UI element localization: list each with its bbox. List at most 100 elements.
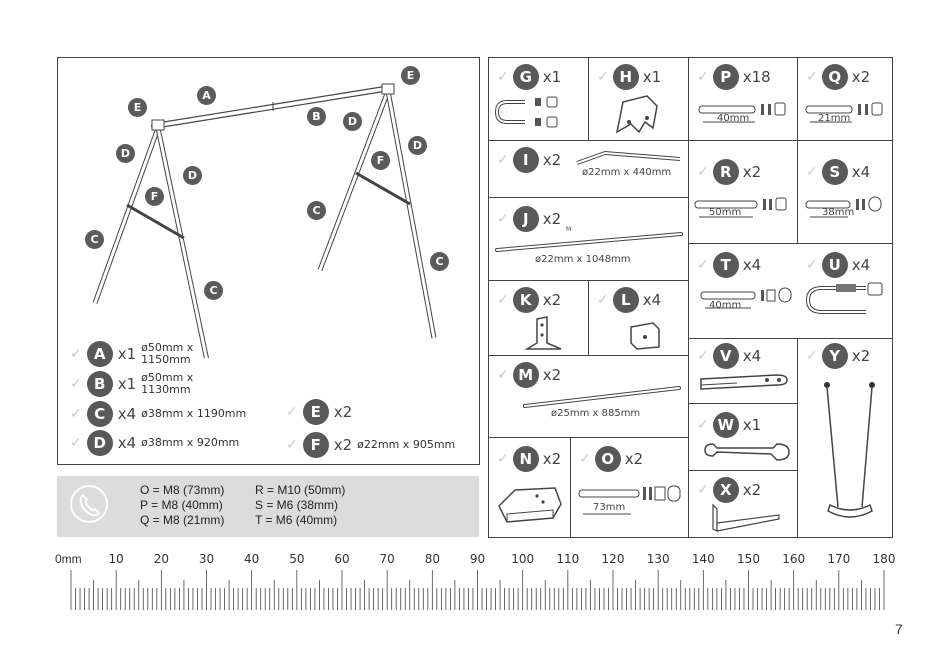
callout-e: E [401,66,420,85]
check-icon: ✓ [497,69,509,85]
check-icon: ✓ [597,292,609,308]
check-icon: ✓ [70,346,82,362]
ruler-label: 60 [334,552,350,566]
hardware-key-col1: O = M8 (73mm) P = M8 (40mm) Q = M8 (21mm… [140,483,224,528]
u-bolt-icon [805,282,883,314]
check-icon: ✓ [806,257,818,273]
ruler-label: 90 [469,552,486,566]
ruler-label: 70 [379,552,395,566]
check-icon: ✓ [697,482,709,498]
check-icon: ✓ [497,451,509,467]
brace-bar-icon [576,150,681,165]
legend-row-c: ✓ C x4 ø38mm x 1190mm [70,401,246,427]
part-qty: x1 [117,375,137,393]
phone-icon [70,485,108,523]
part-qty: x2 [851,347,871,365]
callout-f: F [145,187,164,206]
check-icon: ✓ [597,69,609,85]
part-dim: ø22mm x 440mm [582,167,672,178]
part-dim: ø38mm x 1190mm [141,407,247,420]
callout-d: D [408,136,427,155]
part-letter: K [512,287,539,313]
part-qty: x4 [117,434,137,452]
callout-d: D [343,112,362,131]
legend-row-f: ✓ F x2 ø22mm x 905mm [286,432,455,458]
assembly-panel: A B C C C C D D D D E E F F ✓ A x1 ø50mm… [57,57,480,465]
ruler [70,570,885,610]
end-cap-icon [630,322,660,350]
rod-icon [523,386,681,408]
part-letter: T [712,252,739,278]
part-qty: x2 [851,68,871,86]
part-letter: L [612,287,639,313]
ruler-label: 170 [827,552,851,566]
part-letter: Y [821,343,848,369]
check-icon: ✓ [497,292,509,308]
bolt-icon [805,196,882,218]
hardware-key-col2: R = M10 (50mm) S = M6 (38mm) T = M6 (40m… [255,483,345,528]
strap-plate-icon [700,374,788,390]
part-qty: x4 [742,347,762,365]
part-qty: x2 [333,403,353,421]
part-qty: x4 [742,256,762,274]
hardware-key-item: O = M8 (73mm) [140,483,225,497]
bolt-icon [700,287,792,309]
allen-key-icon [712,503,780,532]
ruler-label: 30 [198,552,215,566]
part-qty: x2 [542,366,562,384]
callout-b: B [307,107,326,126]
part-mark: M [566,226,572,233]
wrench-icon [704,443,790,461]
ruler-unit-label: 0mm [55,552,82,566]
callout-e: E [128,98,147,117]
bolt-icon [805,102,883,123]
ruler-label: 180 [872,552,896,566]
check-icon: ✓ [697,257,709,273]
part-qty: x2 [742,163,762,181]
part-dim: ø25mm x 885mm [551,408,641,419]
part-dim: ø50mm x 1130mm [141,371,194,396]
part-letter: S [821,159,848,185]
check-icon: ✓ [697,164,709,180]
ruler-label: 80 [424,552,440,566]
part-letter: R [712,159,739,185]
part-letter: Q [821,64,848,90]
part-qty: x2 [542,151,562,169]
part-qty: x2 [624,450,644,468]
part-qty: x1 [117,345,137,363]
part-qty: x2 [542,210,562,228]
check-icon: ✓ [806,164,818,180]
hardware-key-item: R = M10 (50mm) [255,483,346,497]
check-icon: ✓ [70,376,82,392]
part-letter: M [512,362,539,388]
part-qty: x4 [117,405,137,423]
part-dim: 21mm [818,113,851,124]
callout-d: D [183,166,202,185]
ruler-label: 100 [511,552,535,566]
page-number: 7 [895,621,903,637]
part-dim: ø22mm x 905mm [357,438,456,451]
part-letter: U [821,252,848,278]
legend-row-e: ✓ E x2 [286,399,352,425]
callout-c: C [430,252,449,271]
check-icon: ✓ [697,348,709,364]
bolt-icon [698,102,786,123]
part-dim: ø38mm x 920mm [141,436,240,449]
check-icon: ✓ [286,437,298,453]
ground-anchor-icon [524,316,562,350]
part-dim: 73mm [593,502,626,513]
part-qty: x4 [851,256,871,274]
check-icon: ✓ [806,348,818,364]
